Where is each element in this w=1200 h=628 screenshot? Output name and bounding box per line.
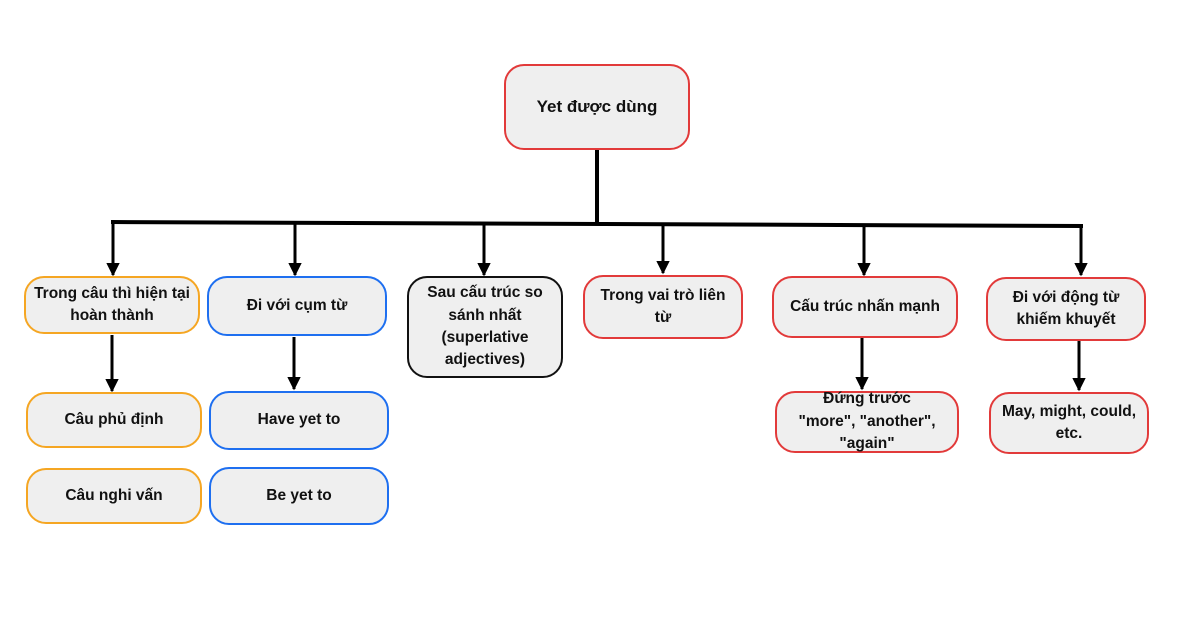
branch-label: Cấu trúc nhấn mạnh [790,297,940,315]
branch-label: Đi với động từ khiếm khuyết [1012,288,1120,328]
branch-label: Trong câu thì hiện tại hoàn thành [34,284,190,324]
branch-label: Đi với cụm từ [246,296,348,314]
branch-node-conjunction: Trong vai trò liên từ [583,275,743,339]
child-label: Have yet to [257,411,341,429]
branch-node-phrase: Đi với cụm từ [207,276,387,336]
child-node-modal-examples: May, might, could, etc. [989,392,1149,454]
child-label: Be yet to [266,486,332,504]
child-label: Câu phủ định [64,410,164,428]
root-label: Yet được dùng [536,96,658,116]
branch-node-superlative: Sau cấu trúc so sánh nhất (superlative a… [407,276,563,378]
horizontal-bus [110,220,1084,228]
child-node-before-more: Đứng trước "more", "another", "again" [775,390,959,453]
child-node-interrogative: Câu nghi vấn [26,468,202,524]
child-label: Đứng trước "more", "another", "again" [798,390,936,453]
branch-node-present-perfect: Trong câu thì hiện tại hoàn thành [24,276,200,334]
branch-label: Sau cấu trúc so sánh nhất (superlative a… [427,284,543,369]
root-node: Yet được dùng [504,64,690,150]
branch-label: Trong vai trò liên từ [600,286,726,326]
branch-node-emphasis: Cấu trúc nhấn mạnh [772,276,958,338]
child-node-be-yet-to: Be yet to [209,467,389,525]
child-node-have-yet-to: Have yet to [209,391,389,450]
branch-node-modal-verbs: Đi với động từ khiếm khuyết [986,277,1146,341]
child-node-negative: Câu phủ định [26,392,202,448]
child-label: May, might, could, etc. [1001,402,1137,442]
child-label: Câu nghi vấn [65,486,163,504]
